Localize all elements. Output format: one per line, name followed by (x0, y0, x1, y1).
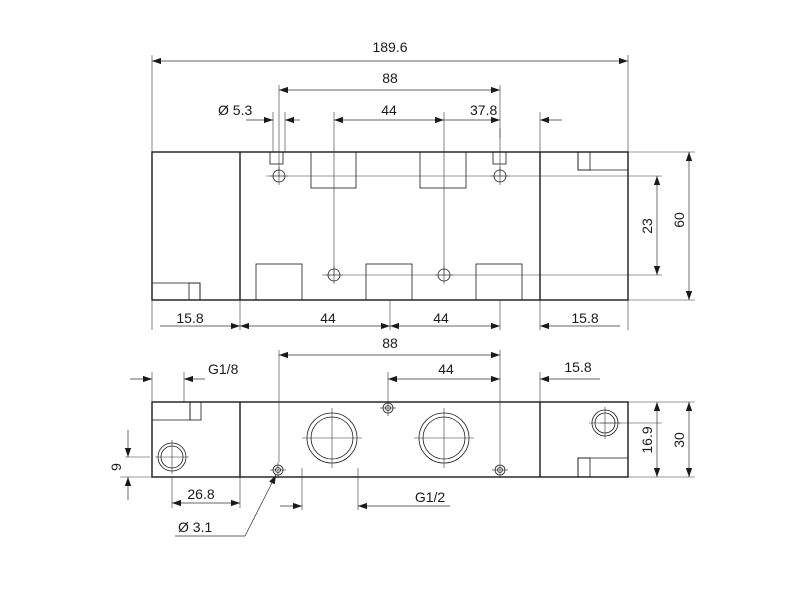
top-view-port-block (419, 151, 467, 189)
front-view-right-cap-slot (577, 457, 591, 478)
front-view-mounting-hole (270, 462, 286, 478)
dim-pilot-thread: G1/8 (208, 361, 239, 377)
front-view-body-outline (151, 401, 629, 478)
front-view: 88 G1/8 44 15.8 9 16.9 30 26.8 G1/2 Ø 3.… (108, 335, 695, 537)
front-view-main-port (302, 408, 362, 468)
top-view-tab (269, 151, 284, 165)
dim-right-offset-top: 37.8 (470, 102, 497, 118)
dim-port-span-top: 88 (382, 70, 398, 86)
dim-inner-height: 23 (639, 218, 655, 234)
dim-pitch-bottom-left: 44 (320, 310, 336, 326)
dim-port-span-front: 88 (382, 335, 398, 351)
front-view-mounting-hole (492, 462, 508, 478)
dim-left-end: 15.8 (176, 310, 203, 326)
front-view-mounting-hole (380, 400, 396, 416)
dim-port-pitch-top: 44 (381, 102, 397, 118)
dim-right-end-front: 15.8 (564, 359, 591, 375)
dim-hole-diameter-front: Ø 3.1 (178, 519, 212, 535)
top-view-port-block (255, 263, 303, 301)
top-view-port-block (475, 263, 523, 301)
front-view-main-port (414, 408, 474, 468)
top-view-left-cap-slot (188, 282, 201, 301)
dim-pilot-offset: 26.8 (187, 486, 214, 502)
dim-port-height: 16.9 (639, 426, 655, 453)
top-view-body-outline (151, 151, 629, 301)
dim-pilot-height: 9 (108, 463, 124, 471)
dim-right-end: 15.8 (571, 310, 598, 326)
top-view: 189.6 88 Ø 5.3 44 37.8 23 60 15.8 44 44 … (151, 39, 695, 330)
top-view-port-block (365, 263, 413, 301)
front-view-pilot-port-left (155, 440, 189, 474)
top-view-port-block (310, 151, 357, 189)
dim-pitch-bottom-right: 44 (433, 310, 449, 326)
dim-pitch-front: 44 (438, 361, 454, 377)
front-view-left-cap-notch (152, 402, 191, 421)
top-view-left-cap-notch (152, 282, 201, 300)
top-view-right-cap-slot (577, 151, 591, 171)
dim-hole-diameter-top: Ø 5.3 (218, 102, 252, 118)
top-view-right-cap-notch (577, 152, 628, 171)
top-view-tab (492, 151, 507, 165)
dim-overall-width: 189.6 (372, 39, 407, 55)
dim-port-thread: G1/2 (415, 489, 446, 505)
dim-overall-height-front: 30 (671, 432, 687, 448)
front-view-left-cap-slot (189, 401, 202, 421)
front-view-right-cap-notch (577, 457, 628, 477)
dim-overall-height-top: 60 (671, 212, 687, 228)
